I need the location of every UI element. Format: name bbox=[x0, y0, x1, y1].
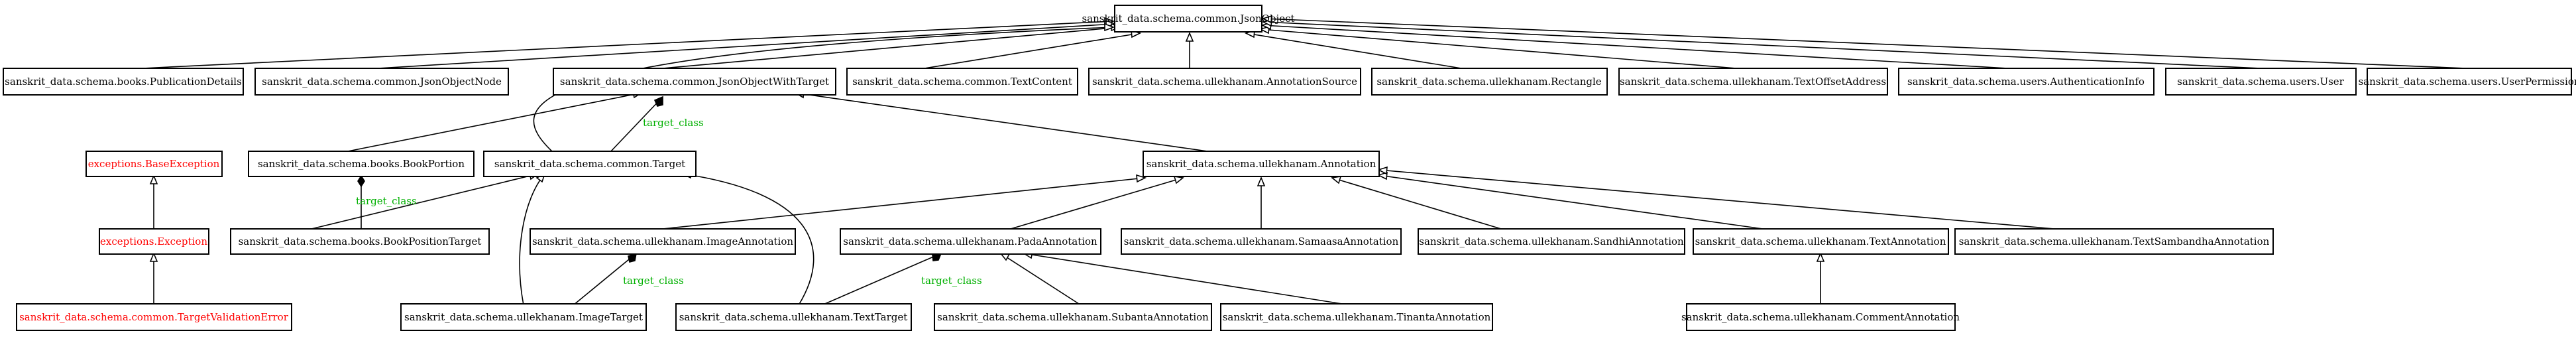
class-annotationsource[interactable]: sanskrit_data.schema.ullekhanam.Annotati… bbox=[1088, 68, 1361, 96]
edge-sandhiannotation-annotation bbox=[1331, 176, 1502, 230]
edge-target-jsonobjectwithtarget-assoc bbox=[609, 96, 663, 153]
edge-exception-baseexception bbox=[149, 174, 158, 229]
class-jsonobject[interactable]: sanskrit_data.schema.common.JsonObject bbox=[1082, 5, 1295, 33]
edge-textsambandhaannotation-annotation bbox=[1376, 166, 2055, 230]
class-subantaannotation-label: sanskrit_data.schema.ullekhanam.SubantaA… bbox=[937, 311, 1209, 323]
edge-textannotation-annotation bbox=[1376, 171, 1764, 230]
edge-bookpositiontarget-bookportion-assoc bbox=[357, 174, 365, 229]
edge-userpermission-jsonobject bbox=[1261, 15, 2467, 69]
edge-commentannotation-textannotation bbox=[1816, 251, 1825, 304]
class-imageannotation[interactable]: sanskrit_data.schema.ullekhanam.ImageAnn… bbox=[530, 228, 796, 255]
class-annotationsource-label: sanskrit_data.schema.ullekhanam.Annotati… bbox=[1092, 76, 1357, 88]
edge-authenticationinfo-jsonobject bbox=[1260, 21, 2009, 69]
edge-targetvalidationerror-exception bbox=[149, 251, 158, 304]
class-subantaannotation[interactable]: sanskrit_data.schema.ullekhanam.SubantaA… bbox=[934, 303, 1212, 331]
class-baseexception-label: exceptions.BaseException bbox=[88, 158, 220, 170]
class-textcontent[interactable]: sanskrit_data.schema.common.TextContent bbox=[846, 68, 1078, 96]
class-samaasaannotation[interactable]: sanskrit_data.schema.ullekhanam.SamaasaA… bbox=[1121, 228, 1402, 255]
nodes: sanskrit_data.schema.common.JsonObject s… bbox=[3, 5, 2576, 331]
class-targetvalidationerror-label: sanskrit_data.schema.common.TargetValida… bbox=[19, 311, 289, 323]
class-targetvalidationerror[interactable]: sanskrit_data.schema.common.TargetValida… bbox=[16, 303, 292, 331]
class-jsonobjectwithtarget[interactable]: sanskrit_data.schema.common.JsonObjectWi… bbox=[553, 68, 836, 96]
edge-samaasaannotation-annotation bbox=[1257, 176, 1266, 229]
class-sandhiannotation-label: sanskrit_data.schema.ullekhanam.SandhiAn… bbox=[1419, 236, 1684, 247]
class-target-label: sanskrit_data.schema.common.Target bbox=[494, 158, 685, 170]
edge-textcontent-jsonobject bbox=[924, 29, 1142, 69]
edges: target_class target_class target_class t… bbox=[142, 15, 2467, 306]
class-user-label: sanskrit_data.schema.users.User bbox=[2177, 76, 2345, 88]
class-textsambandhaannotation[interactable]: sanskrit_data.schema.ullekhanam.TextSamb… bbox=[1954, 228, 2274, 255]
class-sandhiannotation[interactable]: sanskrit_data.schema.ullekhanam.SandhiAn… bbox=[1418, 228, 1685, 255]
class-jsonobjectwithtarget-label: sanskrit_data.schema.common.JsonObjectWi… bbox=[560, 76, 829, 88]
class-imagetarget-label: sanskrit_data.schema.ullekhanam.ImageTar… bbox=[404, 311, 643, 323]
edge-bookpositiontarget-target bbox=[311, 172, 540, 230]
class-exception-label: exceptions.Exception bbox=[100, 236, 207, 247]
class-imagetarget[interactable]: sanskrit_data.schema.ullekhanam.ImageTar… bbox=[400, 303, 647, 331]
class-publicationdetails-label: sanskrit_data.schema.books.PublicationDe… bbox=[5, 76, 242, 88]
edge-imageannotation-annotation bbox=[662, 174, 1147, 230]
class-padaannotation-label: sanskrit_data.schema.ullekhanam.PadaAnno… bbox=[843, 236, 1097, 247]
class-textannotation-label: sanskrit_data.schema.ullekhanam.TextAnno… bbox=[1695, 236, 1946, 247]
class-texttarget-label: sanskrit_data.schema.ullekhanam.TextTarg… bbox=[679, 311, 908, 323]
class-padaannotation[interactable]: sanskrit_data.schema.ullekhanam.PadaAnno… bbox=[840, 228, 1101, 255]
label-target-class-1: target_class bbox=[643, 117, 704, 129]
label-target-class-3: target_class bbox=[623, 275, 684, 287]
class-tinantaannotation-label: sanskrit_data.schema.ullekhanam.TinantaA… bbox=[1223, 311, 1491, 323]
class-textoffsetaddress-label: sanskrit_data.schema.ullekhanam.TextOffs… bbox=[1620, 76, 1886, 88]
edge-textoffsetaddress-jsonobject bbox=[1259, 25, 1737, 69]
edge-imagetarget-imageannotation-assoc bbox=[573, 252, 638, 306]
class-texttarget[interactable]: sanskrit_data.schema.ullekhanam.TextTarg… bbox=[675, 303, 912, 331]
class-tinantaannotation[interactable]: sanskrit_data.schema.ullekhanam.TinantaA… bbox=[1220, 303, 1493, 331]
class-rectangle[interactable]: sanskrit_data.schema.ullekhanam.Rectangl… bbox=[1371, 68, 1608, 96]
edge-padaannotation-annotation bbox=[1010, 176, 1184, 230]
edge-bookportion-jsonobjectwithtarget bbox=[347, 90, 644, 152]
class-textoffsetaddress[interactable]: sanskrit_data.schema.ullekhanam.TextOffs… bbox=[1618, 68, 1888, 96]
label-target-class-4: target_class bbox=[921, 275, 982, 287]
class-jsonobjectnode-label: sanskrit_data.schema.common.JsonObjectNo… bbox=[262, 76, 502, 88]
class-jsonobjectnode[interactable]: sanskrit_data.schema.common.JsonObjectNo… bbox=[254, 68, 509, 96]
class-textsambandhaannotation-label: sanskrit_data.schema.ullekhanam.TextSamb… bbox=[1959, 236, 2270, 247]
class-userpermission-label: sanskrit_data.schema.users.UserPermissio… bbox=[2358, 76, 2576, 88]
class-authenticationinfo-label: sanskrit_data.schema.users.Authenticatio… bbox=[1907, 76, 2145, 88]
class-samaasaannotation-label: sanskrit_data.schema.ullekhanam.SamaasaA… bbox=[1124, 236, 1399, 247]
class-bookportion[interactable]: sanskrit_data.schema.books.BookPortion bbox=[248, 151, 475, 177]
class-userpermission[interactable]: sanskrit_data.schema.users.UserPermissio… bbox=[2358, 68, 2576, 96]
class-authenticationinfo[interactable]: sanskrit_data.schema.users.Authenticatio… bbox=[1898, 68, 2155, 96]
edge-annotation-jsonobjectwithtarget bbox=[793, 90, 1208, 152]
class-exception[interactable]: exceptions.Exception bbox=[99, 228, 209, 255]
class-bookpositiontarget-label: sanskrit_data.schema.books.BookPositionT… bbox=[239, 236, 482, 247]
class-jsonobject-label: sanskrit_data.schema.common.JsonObject bbox=[1082, 13, 1294, 25]
label-target-class-2: target_class bbox=[356, 195, 417, 207]
class-target[interactable]: sanskrit_data.schema.common.Target bbox=[483, 151, 697, 177]
class-rectangle-label: sanskrit_data.schema.ullekhanam.Rectangl… bbox=[1376, 76, 1601, 88]
edge-annotationsource-jsonobject bbox=[1185, 31, 1194, 68]
class-annotation[interactable]: sanskrit_data.schema.ullekhanam.Annotati… bbox=[1143, 151, 1380, 177]
class-imageannotation-label: sanskrit_data.schema.ullekhanam.ImageAnn… bbox=[532, 236, 793, 247]
edge-tinantaannotation-padaannotation bbox=[1022, 250, 1343, 305]
class-commentannotation-label: sanskrit_data.schema.ullekhanam.CommentA… bbox=[1681, 311, 1960, 323]
edge-subantaannotation-padaannotation bbox=[999, 253, 1080, 305]
class-publicationdetails[interactable]: sanskrit_data.schema.books.PublicationDe… bbox=[3, 68, 244, 96]
class-textcontent-label: sanskrit_data.schema.common.TextContent bbox=[852, 76, 1072, 88]
class-baseexception[interactable]: exceptions.BaseException bbox=[85, 151, 223, 177]
class-textannotation[interactable]: sanskrit_data.schema.ullekhanam.TextAnno… bbox=[1693, 228, 1949, 255]
edge-rectangle-jsonobject bbox=[1244, 29, 1462, 69]
class-bookpositiontarget[interactable]: sanskrit_data.schema.books.BookPositionT… bbox=[230, 228, 490, 255]
class-bookportion-label: sanskrit_data.schema.books.BookPortion bbox=[258, 158, 465, 170]
edge-user-jsonobject bbox=[1261, 18, 2262, 69]
class-user[interactable]: sanskrit_data.schema.users.User bbox=[2165, 68, 2357, 96]
class-commentannotation[interactable]: sanskrit_data.schema.ullekhanam.CommentA… bbox=[1681, 303, 1960, 331]
class-annotation-label: sanskrit_data.schema.ullekhanam.Annotati… bbox=[1147, 158, 1376, 170]
